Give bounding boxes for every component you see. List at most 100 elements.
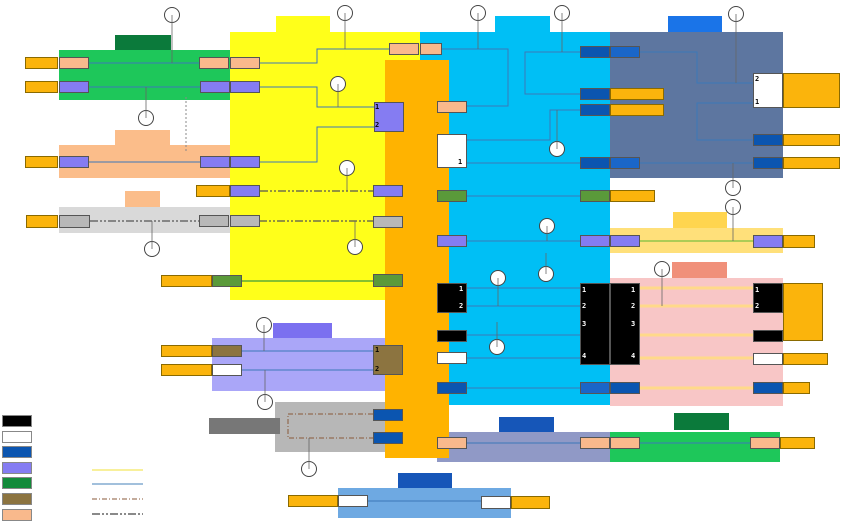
- connector-fb[interactable]: [212, 364, 242, 376]
- connector-fi[interactable]: [420, 43, 442, 55]
- connector-fd[interactable]: [230, 81, 260, 93]
- connector-ff[interactable]: [373, 345, 403, 375]
- connector-md[interactable]: [580, 235, 610, 247]
- connector-mc[interactable]: [610, 46, 640, 58]
- connector-fc[interactable]: [437, 382, 467, 394]
- connector-fa[interactable]: [753, 283, 783, 313]
- device-gps[interactable]: [783, 382, 810, 394]
- device-wifi[interactable]: [780, 437, 815, 449]
- device-lte-rh[interactable]: [25, 156, 58, 168]
- connector-fc[interactable]: [580, 88, 610, 100]
- device-interior-cam[interactable]: [783, 353, 828, 365]
- device-buc[interactable]: [783, 235, 815, 248]
- connector-fa[interactable]: [580, 283, 610, 365]
- connector-mi[interactable]: [750, 437, 780, 449]
- device-triple-cam[interactable]: [783, 283, 823, 341]
- connector-mi[interactable]: [389, 43, 419, 55]
- pin-number: 2: [755, 75, 760, 83]
- harness-label: [273, 323, 332, 338]
- pin-number: 1: [582, 286, 587, 294]
- connector-md[interactable]: [59, 81, 89, 93]
- connector-fi[interactable]: [580, 437, 610, 449]
- connector-fd[interactable]: [230, 156, 260, 168]
- device-display[interactable]: [196, 185, 230, 197]
- device-tuner[interactable]: [511, 496, 550, 509]
- device-wifi[interactable]: [25, 57, 58, 69]
- device-1r-hub[interactable]: [26, 215, 58, 228]
- legend-swatch: [2, 493, 32, 505]
- connector-fc[interactable]: [373, 409, 403, 421]
- connector-fe[interactable]: [212, 275, 242, 287]
- connector-fe[interactable]: [580, 190, 610, 202]
- connector-mc[interactable]: [610, 157, 640, 169]
- wire: [442, 48, 509, 107]
- device-bluetooth[interactable]: [610, 190, 655, 202]
- wire: [696, 102, 753, 141]
- harness-label: [209, 418, 280, 434]
- connector-fc[interactable]: [580, 157, 610, 169]
- harness-label: [499, 417, 554, 432]
- device-rh-repeater[interactable]: [161, 364, 212, 376]
- pin-number: 3: [631, 320, 636, 328]
- connector-fc[interactable]: [610, 382, 640, 394]
- connector-md[interactable]: [200, 156, 230, 168]
- connector-fd[interactable]: [753, 235, 783, 248]
- harness-label: [125, 191, 160, 207]
- connector-mi[interactable]: [610, 437, 640, 449]
- harness-label: [398, 473, 452, 488]
- connector-ma[interactable]: [610, 283, 640, 365]
- harness-label: [672, 262, 727, 278]
- pin-number: 2: [459, 302, 464, 310]
- device-ecall-gsm[interactable]: [161, 275, 212, 287]
- connector-fd[interactable]: [437, 235, 467, 247]
- connector-mi[interactable]: [199, 57, 229, 69]
- pin-number: 1: [458, 158, 463, 166]
- connector-fb[interactable]: [338, 495, 368, 507]
- connector-fb[interactable]: [580, 104, 610, 116]
- connector-usb[interactable]: [59, 215, 90, 228]
- connector-fa[interactable]: [753, 330, 783, 342]
- connector-fc[interactable]: [580, 46, 610, 58]
- connector-mc[interactable]: [580, 382, 610, 394]
- connector-ff[interactable]: [212, 345, 242, 357]
- connector-fi[interactable]: [437, 437, 467, 449]
- device-carputer[interactable]: [783, 73, 840, 108]
- device-rh-b-pillar-cam[interactable]: [610, 88, 664, 100]
- wire: [260, 86, 374, 108]
- connector-mi[interactable]: [59, 57, 89, 69]
- connector-fd[interactable]: [610, 235, 640, 247]
- connector-fc[interactable]: [753, 382, 783, 394]
- connector-fd[interactable]: [373, 185, 403, 197]
- connector-fc[interactable]: [753, 134, 783, 146]
- connector-fc[interactable]: [753, 157, 783, 169]
- connector-fd[interactable]: [374, 102, 404, 132]
- connector-usb[interactable]: [199, 215, 229, 227]
- connector-fe[interactable]: [437, 190, 467, 202]
- connector-fb[interactable]: [437, 134, 467, 168]
- device-lte-lh[interactable]: [25, 81, 58, 93]
- video-jumper: [275, 402, 385, 452]
- device-lh-b-pillar-cam[interactable]: [783, 134, 840, 146]
- connector-fd[interactable]: [230, 185, 260, 197]
- pin-number: 2: [755, 302, 760, 310]
- device-lh-repeater[interactable]: [161, 345, 212, 357]
- connector-fc[interactable]: [753, 73, 783, 108]
- connector-fb[interactable]: [437, 352, 467, 364]
- wire-dacar-535: [287, 413, 373, 439]
- connector-fc[interactable]: [373, 432, 403, 444]
- connector-fa[interactable]: [437, 330, 467, 342]
- connector-usb[interactable]: [373, 216, 403, 228]
- device-lh-b-pillar-cam[interactable]: [783, 157, 840, 169]
- connector-md[interactable]: [59, 156, 89, 168]
- connector-fb[interactable]: [481, 496, 511, 509]
- pin-number: 2: [375, 121, 380, 129]
- connector-fi[interactable]: [437, 101, 467, 113]
- connector-md[interactable]: [200, 81, 230, 93]
- legend-swatch: [2, 477, 32, 490]
- connector-fb[interactable]: [753, 353, 783, 365]
- connector-fe[interactable]: [373, 274, 403, 287]
- device-rh-b-pillar-cam[interactable]: [610, 104, 664, 116]
- device-fm-dab-amp[interactable]: [288, 495, 338, 507]
- connector-fi[interactable]: [230, 57, 260, 69]
- connector-fa[interactable]: [437, 283, 467, 313]
